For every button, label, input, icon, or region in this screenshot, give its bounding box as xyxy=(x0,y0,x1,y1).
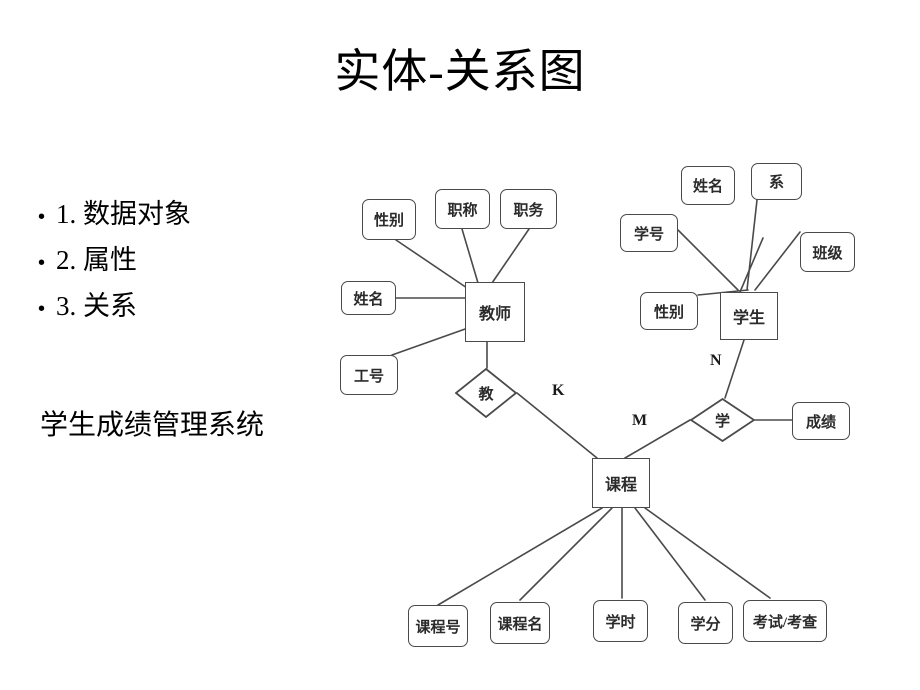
attribute-student-department[interactable]: 系 xyxy=(751,163,802,200)
er-diagram: 性别 职称 职务 姓名 工号 教师 教 学号 姓名 系 班级 性别 学生 学 xyxy=(320,150,900,660)
attribute-course-credits[interactable]: 学分 xyxy=(678,602,733,644)
list-item: • 1. 数据对象 xyxy=(38,198,338,230)
attribute-score[interactable]: 成绩 xyxy=(792,402,850,440)
attribute-student-name[interactable]: 姓名 xyxy=(681,166,735,205)
system-name-label: 学生成绩管理系统 xyxy=(40,410,265,441)
attribute-course-exam-type[interactable]: 考试/考查 xyxy=(743,600,827,642)
attribute-course-id[interactable]: 课程号 xyxy=(408,605,468,647)
bullet-marker-icon: • xyxy=(38,298,46,320)
attribute-student-gender[interactable]: 性别 xyxy=(640,292,698,330)
er-connector-lines xyxy=(391,199,801,606)
diamond-shape-icon xyxy=(455,368,517,418)
list-item: • 2. 属性 xyxy=(38,244,338,276)
entity-teacher[interactable]: 教师 xyxy=(465,282,525,342)
cardinality-teach-course: K xyxy=(552,382,565,399)
cardinality-course-study: M xyxy=(632,412,648,429)
attribute-teacher-gender[interactable]: 性别 xyxy=(362,199,416,240)
bullet-marker-icon: • xyxy=(38,252,46,274)
entity-student[interactable]: 学生 xyxy=(720,292,778,340)
attribute-student-class[interactable]: 班级 xyxy=(800,232,855,272)
attribute-course-hours[interactable]: 学时 xyxy=(593,600,648,642)
bullet-text: 1. 数据对象 xyxy=(56,199,191,229)
attribute-teacher-name[interactable]: 姓名 xyxy=(341,281,396,315)
relationship-teach-label: 教 xyxy=(478,386,494,403)
entity-course[interactable]: 课程 xyxy=(592,458,650,508)
attribute-course-name[interactable]: 课程名 xyxy=(490,602,550,644)
diamond-shape-icon xyxy=(690,398,755,442)
list-item: • 3. 关系 xyxy=(38,290,338,322)
attribute-teacher-duty[interactable]: 职务 xyxy=(500,189,557,229)
relationship-teach[interactable]: 教 xyxy=(455,368,517,418)
bullet-text: 3. 关系 xyxy=(56,291,137,321)
attribute-student-id[interactable]: 学号 xyxy=(620,214,678,252)
bullet-list: • 1. 数据对象 • 2. 属性 • 3. 关系 xyxy=(38,198,338,336)
relationship-study[interactable]: 学 xyxy=(690,398,755,442)
relationship-study-label: 学 xyxy=(714,413,730,430)
attribute-teacher-title[interactable]: 职称 xyxy=(435,189,490,229)
attribute-teacher-staff-id[interactable]: 工号 xyxy=(340,355,398,395)
bullet-marker-icon: • xyxy=(38,206,46,228)
page-title: 实体-关系图 xyxy=(334,46,586,97)
cardinality-student-study: N xyxy=(710,352,722,369)
bullet-text: 2. 属性 xyxy=(56,245,137,275)
